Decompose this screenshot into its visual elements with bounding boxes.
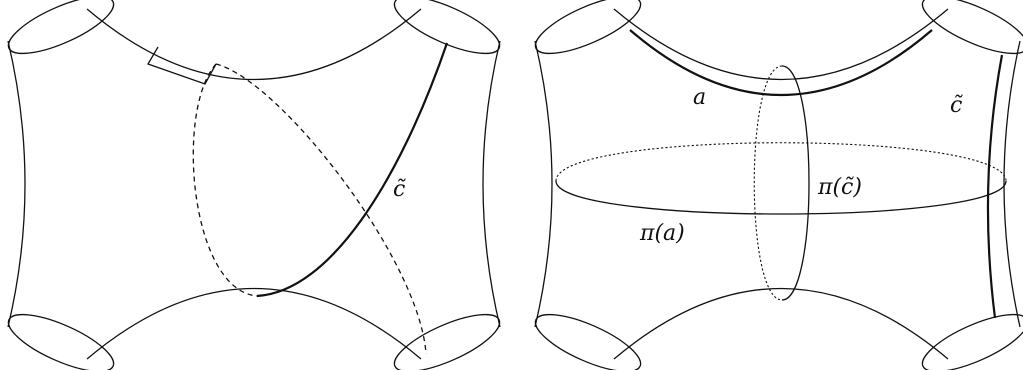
left-dashed-curve-diagonal — [215, 63, 427, 355]
right-label-c-tilde: c̃ — [950, 93, 963, 118]
right-curve-a — [629, 29, 933, 97]
right-surface: a c̃ π(c̃) π(a) — [534, 0, 1023, 370]
left-edge-left — [7, 40, 26, 328]
right-boundary-bottom-right — [921, 313, 1023, 370]
left-flap — [147, 46, 217, 85]
right-boundary-bottom-left — [534, 313, 642, 370]
right-edge-left — [534, 40, 553, 328]
right-label-pi-c-tilde: π(c̃) — [817, 175, 862, 200]
right-pi-c-tilde-back — [753, 65, 783, 301]
left-label-c-tilde: c̃ — [393, 177, 406, 202]
right-edge-bottom — [613, 288, 949, 360]
left-surface: c̃ — [7, 0, 501, 370]
left-boundary-top-right — [393, 0, 501, 55]
right-label-pi-a: π(a) — [639, 221, 685, 246]
right-pi-a-back — [555, 142, 1007, 182]
left-edge-top — [86, 8, 422, 80]
right-label-a: a — [693, 85, 706, 110]
left-edge-bottom — [86, 288, 422, 360]
right-edge-top — [613, 8, 949, 80]
right-pi-c-tilde-front — [781, 65, 810, 301]
right-curve-c-tilde — [986, 54, 1004, 319]
left-boundary-bottom-right — [393, 313, 501, 370]
left-dashed-curve-back — [192, 63, 258, 297]
right-boundary-top-right — [921, 0, 1023, 55]
left-edge-right — [482, 40, 501, 328]
left-boundary-bottom-left — [7, 313, 115, 370]
left-curve-c-tilde — [256, 42, 449, 298]
left-boundary-top-left — [7, 0, 115, 55]
right-boundary-top-left — [534, 0, 642, 55]
right-pi-a-front — [555, 180, 1007, 215]
right-edge-right — [1003, 40, 1021, 328]
